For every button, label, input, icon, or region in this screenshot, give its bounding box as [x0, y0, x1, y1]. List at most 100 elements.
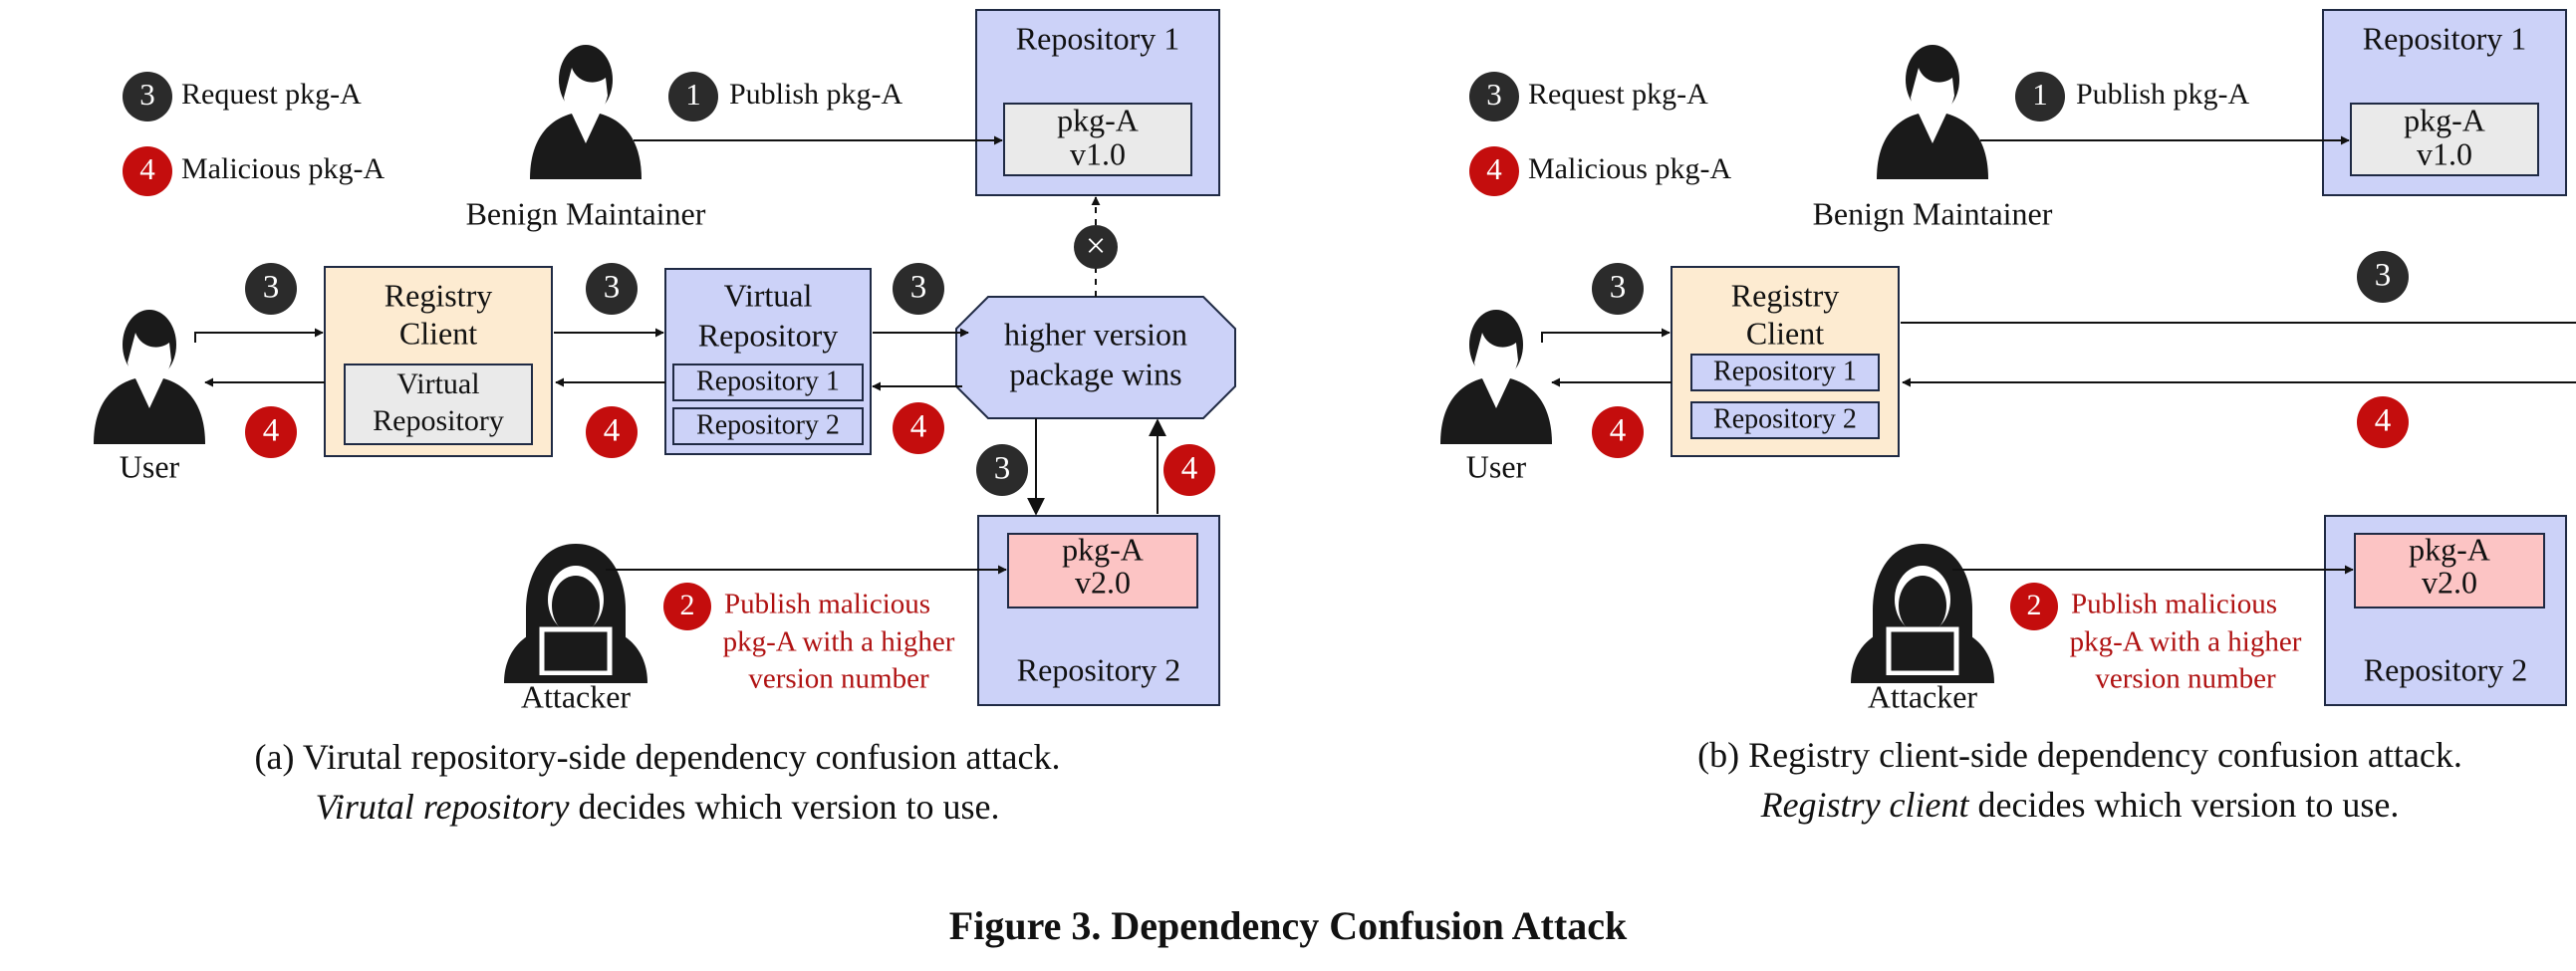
user-icon: [1440, 310, 1552, 444]
pkg-a-v1-version: v1.0: [1070, 135, 1126, 171]
blocked-mark: ×: [1086, 225, 1106, 265]
publish-badge: 1: [2015, 72, 2065, 121]
decider-request-badge: 3: [893, 263, 944, 315]
user-response-badge-number: 4: [1610, 413, 1627, 449]
virtual-response-badge-number: 4: [604, 413, 621, 449]
virtual-repository-title-1: Virtual: [724, 277, 813, 313]
malicious-publish-badge-number: 2: [680, 589, 695, 621]
decider-request-badge-circle: [2357, 251, 2409, 303]
decider-request-badge-number: 3: [910, 270, 927, 306]
decider-response-badge: 4: [2357, 396, 2409, 448]
user-request-badge: 3: [245, 263, 297, 315]
user-request-badge: 3: [1592, 263, 1644, 315]
legend-malicious-label: Malicious pkg-A: [1528, 152, 1731, 185]
repository-2-title: Repository 2: [2364, 651, 2527, 687]
figure-title: Figure 3. Dependency Confusion Attack: [948, 903, 1628, 948]
repository-1-title: Repository 1: [1016, 20, 1179, 56]
repository-2-title: Repository 2: [1017, 651, 1180, 687]
caption-b-emphasis: Registry client: [1760, 785, 1969, 825]
legend-request-badge-number: 3: [1486, 77, 1502, 112]
user-response-badge-number: 4: [263, 413, 280, 449]
pkg-a-v1-version: v1.0: [2417, 135, 2472, 171]
malicious-publish-line-3: version number: [2095, 663, 2276, 695]
caption-b: (b) Registry client-side dependency conf…: [1562, 730, 2576, 830]
caption-a-emphasis: Virutal repository: [315, 787, 570, 827]
legend-malicious-badge: 4: [123, 146, 172, 196]
user-request-badge-number: 3: [263, 270, 280, 306]
legend-malicious-label: Malicious pkg-A: [181, 152, 385, 185]
decider-response-badge-circle: [893, 402, 944, 454]
legend-request-badge: 3: [1469, 72, 1519, 121]
registry-client-title-1: Registry: [385, 277, 492, 313]
attacker-icon: [1851, 544, 1994, 683]
user-icon: [94, 310, 205, 444]
legend-request-label: Request pkg-A: [181, 78, 362, 111]
registry-client-title-1: Registry: [1731, 277, 1839, 313]
legend-request-badge-circle: [1469, 72, 1519, 121]
attacker-label: Attacker: [521, 678, 632, 714]
legend-malicious-badge-circle: [1469, 146, 1519, 196]
publish-badge-number: 1: [2032, 77, 2048, 112]
publish-label: Publish pkg-A: [2076, 78, 2250, 111]
client-inner-virtual-line-1: Virtual: [396, 367, 479, 400]
virtual-request-badge-circle: [586, 263, 638, 315]
maintainer-label: Benign Maintainer: [1813, 195, 2053, 231]
virtual-response-badge: 4: [586, 406, 638, 458]
malicious-publish-badge: 2: [2010, 583, 2058, 630]
panel-b: 3 Request pkg-A 4 Malicious pkg-A Repository…: [1440, 9, 2576, 714]
attacker-icon: [504, 544, 647, 683]
decider-response-badge-number: 4: [910, 409, 927, 445]
user-request-badge-number: 3: [1610, 270, 1627, 306]
pkg-a-v1-box: [1003, 103, 1192, 176]
malicious-publish-badge-circle: [663, 583, 711, 630]
repo2-response-badge-number: 4: [1181, 451, 1198, 487]
virtual-response-badge-circle: [586, 406, 638, 458]
malicious-publish-line-1: Publish malicious: [724, 589, 930, 620]
virtual-inner-repository-1-label: Repository 1: [696, 365, 840, 396]
caption-b-line1: (b) Registry client-side dependency conf…: [1697, 735, 2462, 775]
repository-1-title: Repository 1: [2363, 20, 2526, 56]
user-to-client-arrow: [1541, 328, 1671, 343]
client-inner-repository-1-label: Repository 1: [1713, 356, 1857, 386]
decider-response-badge-circle: [2357, 396, 2409, 448]
maintainer-label: Benign Maintainer: [466, 195, 706, 231]
malicious-publish-line-2: pkg-A with a higher: [723, 626, 955, 658]
publish-badge-number: 1: [685, 77, 701, 112]
legend-request-badge: 3: [123, 72, 172, 121]
user-to-client-arrow: [194, 328, 324, 343]
client-inner-repository-2: [1690, 401, 1880, 439]
publish-label: Publish pkg-A: [729, 78, 903, 111]
client-inner-repository-1: [1690, 354, 1880, 391]
virtual-repository-title-2: Repository: [698, 317, 838, 353]
publish-badge: 1: [668, 72, 718, 121]
user-label: User: [120, 448, 180, 484]
caption-a-line1: (a) Virutal repository-side dependency c…: [254, 737, 1061, 777]
legend-malicious-badge: 4: [1469, 146, 1519, 196]
legend-request-label: Request pkg-A: [1528, 78, 1708, 111]
virtual-request-badge: 3: [586, 263, 638, 315]
repo2-request-badge-number: 3: [994, 451, 1011, 487]
pkg-a-v2-box: [2354, 533, 2545, 608]
decider-request-badge-number: 3: [2375, 258, 2392, 294]
pkg-a-v2-box: [1007, 533, 1198, 608]
publish-badge-circle: [668, 72, 718, 121]
decider-line-2: package wins: [1009, 356, 1181, 391]
maintainer-icon: [1877, 45, 1988, 179]
registry-client-title-2: Client: [399, 315, 477, 351]
client-inner-virtual-repository: [344, 364, 533, 445]
legend-request-badge-circle: [123, 72, 172, 121]
user-response-badge-circle: [245, 406, 297, 458]
legend-request-badge-number: 3: [139, 77, 155, 112]
decider-response-badge: 4: [893, 402, 944, 454]
pkg-a-v1-name: pkg-A: [2404, 102, 2485, 137]
client-inner-repository-2-label: Repository 2: [1713, 403, 1857, 434]
pkg-a-v2-name: pkg-A: [1062, 531, 1144, 567]
decider-request-badge-circle: [893, 263, 944, 315]
maintainer-icon: [530, 45, 642, 179]
caption-b-rest: decides which version to use.: [1968, 785, 2400, 825]
pkg-a-v2-version: v2.0: [1075, 564, 1131, 600]
caption-b-line2: Registry client decides which version to…: [1562, 780, 2576, 830]
pkg-a-v1-name: pkg-A: [1057, 102, 1139, 137]
